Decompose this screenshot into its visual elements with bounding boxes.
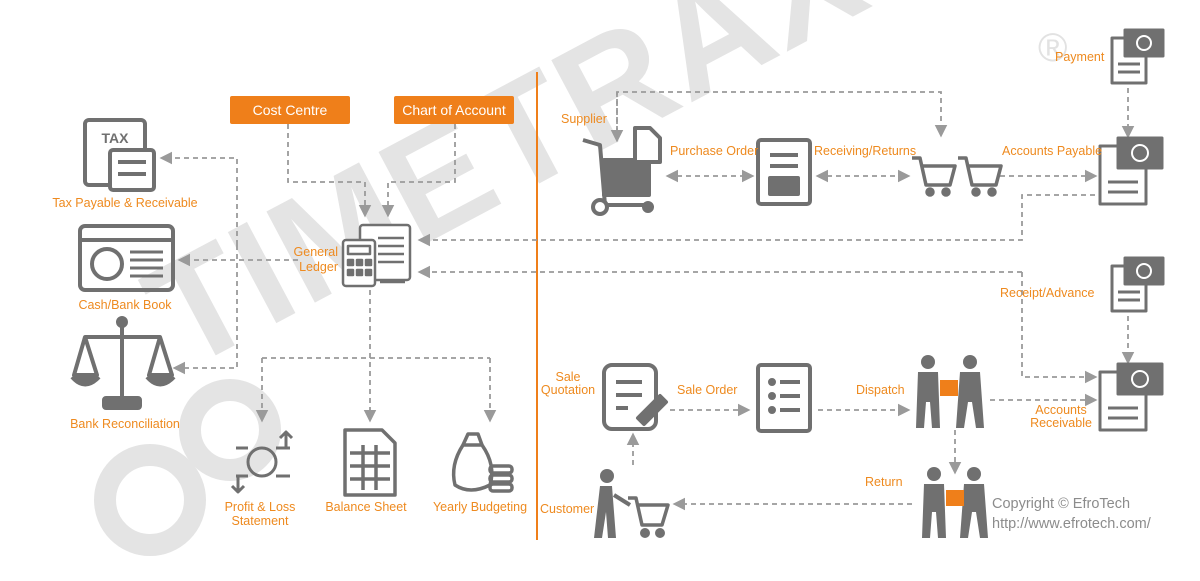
supplier-trolley-icon — [582, 126, 662, 216]
general-ledger-label-1: General — [293, 245, 338, 259]
balance-sheet-icon — [343, 428, 397, 497]
scale-icon — [70, 316, 176, 410]
cash-bank-label: Cash/Bank Book — [78, 298, 172, 312]
payment-icon — [1110, 28, 1165, 85]
accounts-receivable-icon — [1098, 362, 1164, 432]
cash-book-icon — [78, 224, 175, 292]
cart-icon — [912, 156, 1003, 197]
customer-cart-icon — [594, 469, 670, 538]
sale-quotation-label-1: Sale — [555, 370, 581, 384]
sale-quotation-label-2: Quotation — [540, 383, 596, 397]
return-people-icon — [922, 467, 988, 538]
customer-label: Customer — [540, 502, 595, 516]
dispatch-people-icon — [916, 355, 984, 428]
sale-order-label: Sale Order — [677, 383, 738, 397]
chart-of-account-button[interactable]: Chart of Account — [394, 96, 514, 124]
watermark-logo — [94, 379, 281, 556]
purchase-order-label: Purchase Order — [670, 144, 759, 158]
bank-reconciliation-label: Bank Reconciliation — [70, 417, 180, 431]
tax-icon-text: TAX — [102, 130, 130, 146]
supplier-label: Supplier — [561, 112, 607, 126]
purchase-order-icon — [756, 138, 812, 206]
tax-label: Tax Payable & Receivable — [52, 196, 198, 210]
profit-loss-icon — [230, 430, 294, 494]
quotation-icon — [602, 363, 668, 431]
profit-loss-label-2: Statement — [231, 514, 289, 528]
registered-mark: ® — [1038, 26, 1068, 70]
profit-loss-label-1: Profit & Loss — [224, 500, 296, 514]
return-label: Return — [865, 475, 903, 489]
general-ledger-icon — [341, 223, 412, 288]
receipt-icon — [1110, 256, 1165, 313]
general-ledger-label-2: Ledger — [299, 260, 338, 274]
sale-order-icon — [756, 363, 812, 433]
copyright-text: Copyright © EfroTech — [992, 496, 1131, 512]
money-bag-icon — [451, 432, 514, 493]
accounts-receivable-label-2: Receivable — [1030, 416, 1092, 430]
flow-arrows — [159, 88, 1135, 511]
yearly-budgeting-label: Yearly Budgeting — [432, 500, 528, 514]
accounts-payable-label: Accounts Payable — [1002, 144, 1103, 158]
balance-sheet-label: Balance Sheet — [325, 500, 407, 514]
dispatch-label: Dispatch — [856, 383, 905, 397]
payment-label: Payment — [1055, 50, 1105, 64]
receipt-advance-label: Receipt/Advance — [1000, 286, 1095, 300]
receiving-returns-label: Receiving/Returns — [814, 144, 917, 158]
copyright-url[interactable]: http://www.efrotech.com/ — [992, 516, 1151, 532]
accounts-receivable-label-1: Accounts — [1035, 403, 1087, 417]
cost-centre-button[interactable]: Cost Centre — [230, 96, 350, 124]
accounts-payable-icon — [1098, 136, 1164, 206]
tax-icon — [83, 118, 156, 192]
